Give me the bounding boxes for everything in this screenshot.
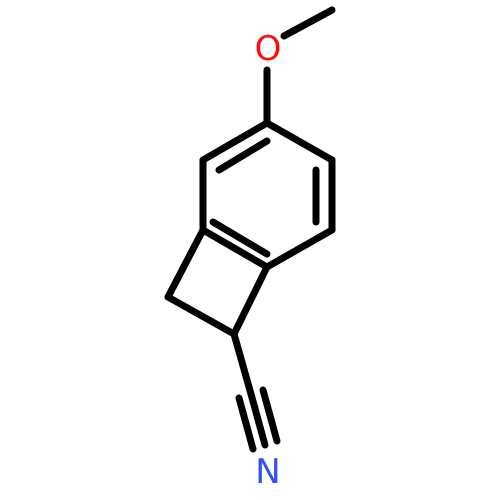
bond-c2-c7a [230,263,271,338]
nitrogen-atom-label: N [255,452,280,492]
triple-bond-center [247,390,269,449]
bond-c3a-c3 [164,226,207,301]
triple-bond-left [235,394,257,453]
bond-c5-c6 [263,119,336,164]
bond-c7-c7a [263,226,336,271]
triple-bond-right [259,386,281,445]
bond-c4-c5-inner [215,137,271,174]
bond-c3-c2 [164,293,238,338]
bond-c4-c5 [199,119,271,164]
bond-c7a-c3a [199,226,271,271]
oxygen-atom-label: O [255,29,282,69]
bond-o-methyl [280,6,336,40]
bond-c2-cn [230,330,255,398]
bond-c7a-c3a-inner [209,218,271,258]
